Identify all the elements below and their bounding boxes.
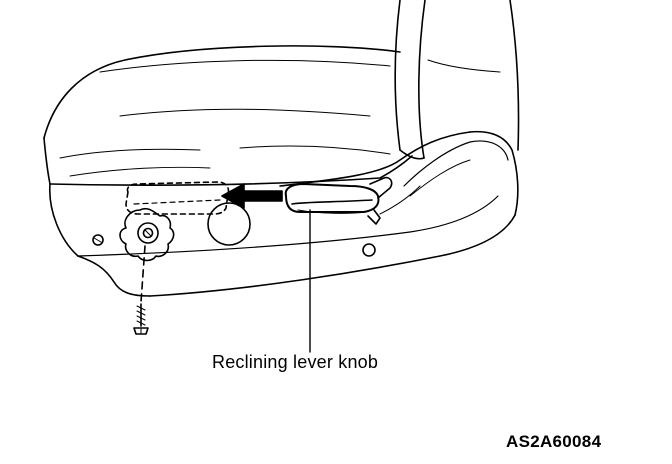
height-adjuster-dial-icon: [119, 207, 175, 262]
callout-label: Reclining lever knob: [212, 352, 379, 372]
hidden-part-outline: [125, 181, 230, 215]
seat-back: [394, 0, 520, 160]
screw-leader-line: [140, 245, 146, 303]
reclining-lever-knob-icon: [284, 176, 393, 225]
screw-icon: [133, 303, 149, 335]
figure-code: AS2A60084: [506, 432, 602, 451]
seat-side-frame: [49, 130, 519, 297]
direction-arrow-icon: [221, 183, 283, 209]
seat-cushion: [43, 45, 413, 186]
